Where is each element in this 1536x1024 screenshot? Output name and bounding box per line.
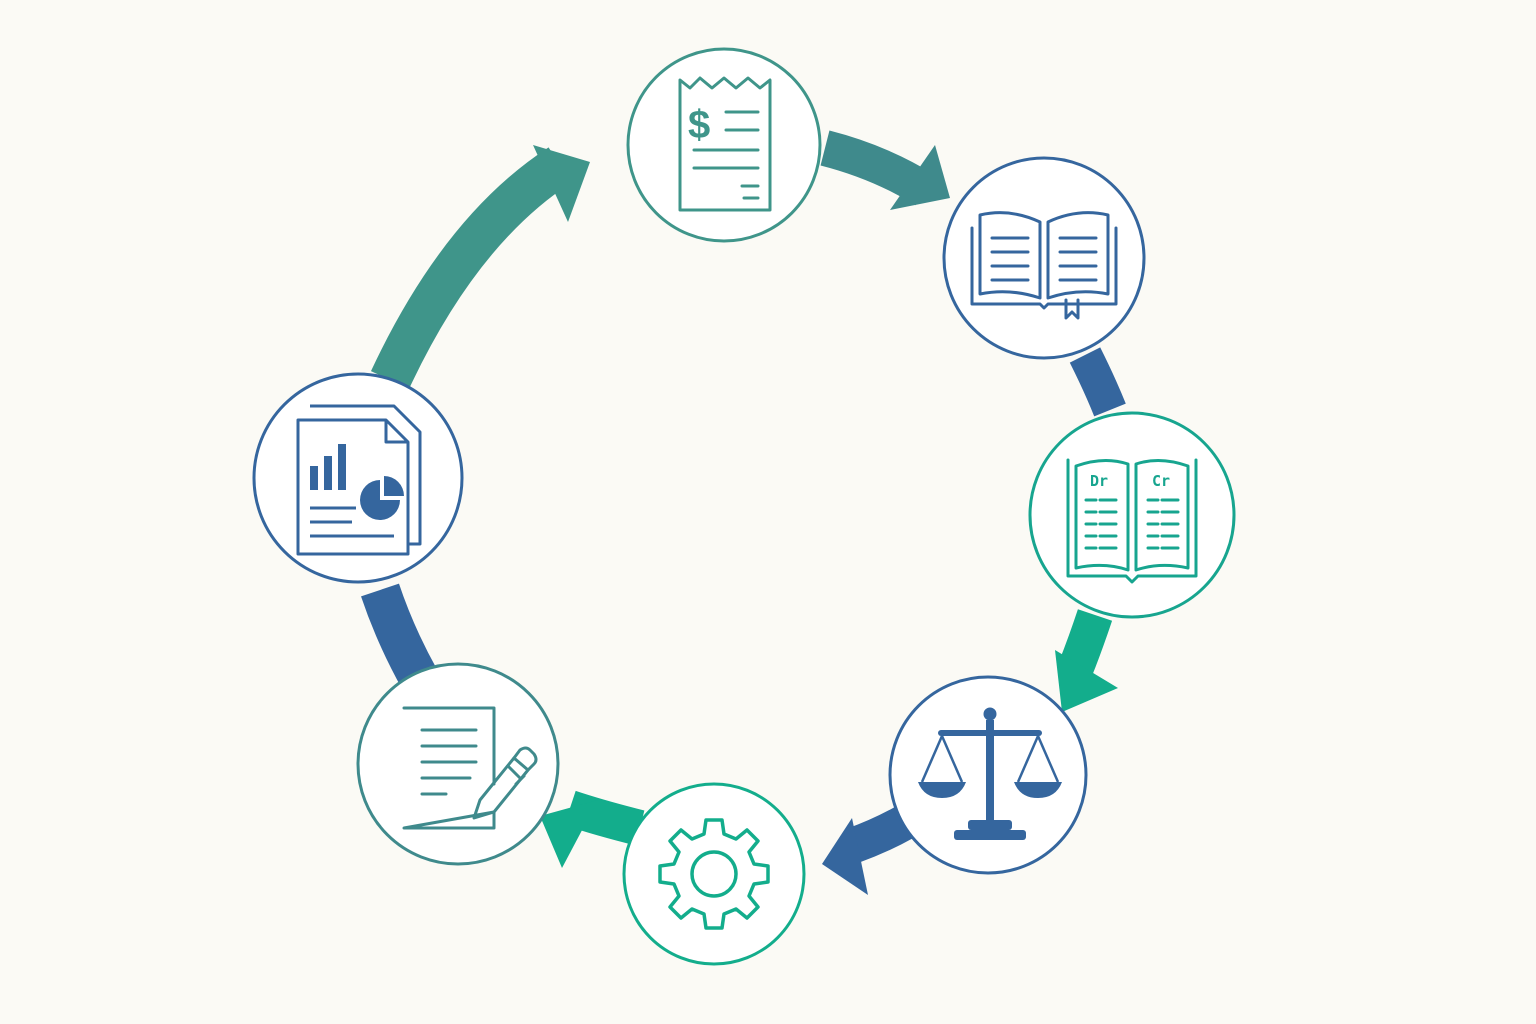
open-book-icon [970, 211, 1118, 320]
node-report[interactable] [252, 372, 464, 584]
arrowhead-receipt-to-journal [890, 145, 950, 210]
arrowhead-report-to-receipt [533, 145, 590, 222]
ledger-book-icon: Dr Cr [1066, 458, 1198, 584]
arrowhead-ledger-to-balance [1055, 650, 1118, 712]
arrow-balance-to-adjust [845, 806, 914, 863]
node-adjust[interactable] [622, 782, 806, 966]
report-chart-icon [296, 404, 422, 556]
receipt-dollar-icon: $ [678, 76, 772, 212]
arrowhead-balance-to-adjust [822, 818, 868, 895]
cycle-arrows [361, 130, 1126, 895]
node-statement[interactable] [356, 662, 560, 866]
arrow-statement-to-report [361, 583, 438, 690]
gear-icon [658, 818, 770, 930]
node-ledger[interactable]: Dr Cr [1028, 411, 1236, 619]
ledger-credit-label: Cr [1152, 472, 1170, 490]
scales-icon [918, 707, 1062, 840]
arrow-ledger-to-balance [1058, 609, 1113, 677]
ledger-debit-label: Dr [1090, 472, 1108, 490]
arrow-journal-to-ledger [1069, 347, 1126, 417]
arrow-report-to-receipt [370, 147, 572, 389]
node-receipt[interactable]: $ [626, 47, 822, 243]
node-balance[interactable] [888, 675, 1088, 875]
node-journal[interactable] [942, 156, 1146, 360]
svg-text:$: $ [688, 103, 710, 147]
document-pencil-icon [402, 706, 538, 830]
arrowhead-adjust-to-statement [540, 800, 598, 868]
